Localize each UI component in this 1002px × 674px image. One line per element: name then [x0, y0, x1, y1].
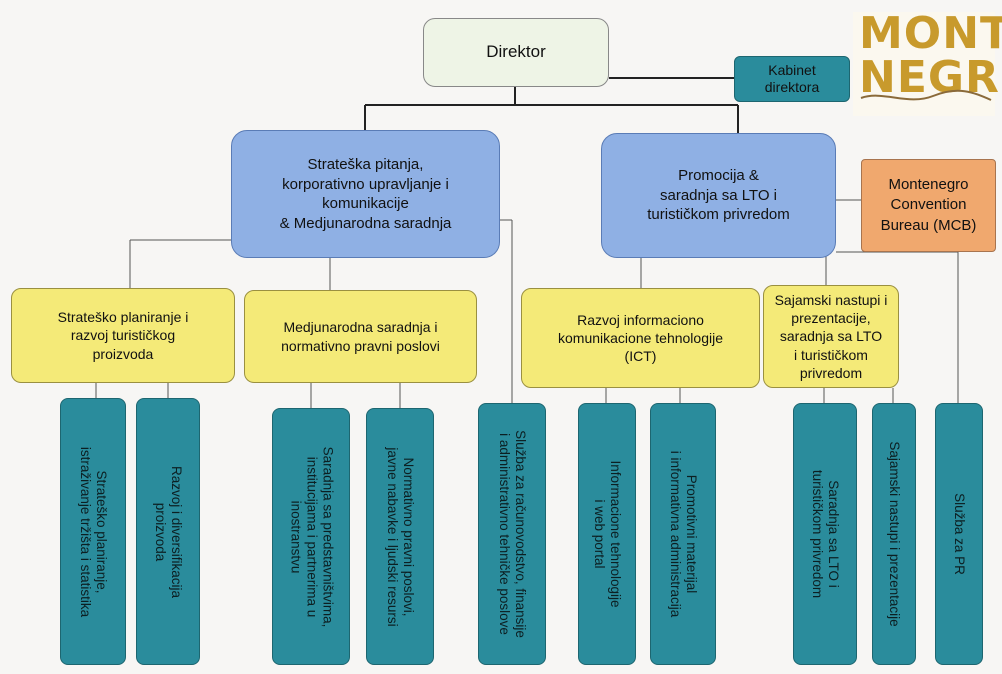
mcb-box: Montenegro Convention Bureau (MCB) [861, 159, 996, 252]
service-box: Razvoj i diversifikacija proizvoda [136, 398, 200, 665]
service-label: Služba za računovodstvo, finansije i adm… [497, 430, 529, 638]
department-box: Razvoj informaciono komunikacione tehnol… [521, 288, 760, 388]
service-box: Saradnja sa LTO i turističkom privredom [793, 403, 857, 665]
service-box: Saradnja sa predstavništvima, institucij… [272, 408, 350, 665]
montenegro-logo: MONTE NEGRO [853, 12, 1002, 116]
department-box: Strateško planiranje i razvoj turističko… [11, 288, 235, 383]
service-label: Razvoj i diversifikacija proizvoda [153, 465, 185, 598]
department-box: Medjunarodna saradnja i normativno pravn… [244, 290, 477, 383]
sector-promotion-box: Promocija & saradnja sa LTO i turističko… [601, 133, 836, 258]
sector-strategic-box: Strateška pitanja, korporativno upravlja… [231, 130, 500, 258]
service-label: Saradnja sa LTO i turističkom privredom [810, 469, 842, 599]
service-label: Sajamski nastupi i prezentacije [887, 441, 903, 627]
department-box: Sajamski nastupi i prezentacije, saradnj… [763, 285, 899, 388]
service-label: Saradnja sa predstavništvima, institucij… [287, 446, 336, 627]
service-label: Normativno pravni poslovi, javne nabavke… [385, 446, 417, 627]
service-box: Sajamski nastupi i prezentacije [872, 403, 916, 665]
service-box: Promotivni materijal i informativna admi… [650, 403, 716, 665]
director-box: Direktor [423, 18, 609, 87]
service-label: Promotivni materijal i informativna admi… [668, 450, 700, 618]
service-box: Služba za PR [935, 403, 983, 665]
service-box: Strateško planiranje, istraživanje tržiš… [60, 398, 126, 665]
service-label: Služba za PR [952, 493, 968, 575]
service-label: Strateško planiranje, istraživanje tržiš… [78, 446, 110, 617]
service-box: Normativno pravni poslovi, javne nabavke… [366, 408, 434, 665]
service-box: Informacione tehnologije i web portal [578, 403, 636, 665]
service-box: Služba za računovodstvo, finansije i adm… [478, 403, 546, 665]
kabinet-box: Kabinet direktora [734, 56, 850, 102]
service-label: Informacione tehnologije i web portal [592, 460, 624, 608]
logo-text: MONTE NEGRO [859, 8, 1002, 103]
